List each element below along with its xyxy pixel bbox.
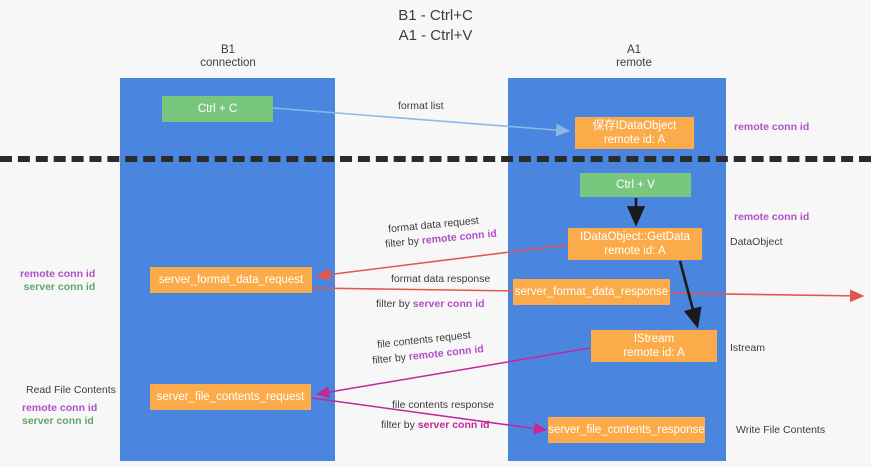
node-save-idataobject-sub: remote id: A [603,134,666,146]
right-label-dataobject: DataObject [730,236,783,248]
node-ctrl-v-label: Ctrl + V [616,179,655,191]
lane-header-a1: A1 remote [556,44,712,70]
node-server-format-data-request[interactable]: server_format_data_request [150,267,312,293]
title-line-1: B1 - Ctrl+C [398,7,473,24]
filter-by-text-4: filter by [381,419,418,431]
node-save-idataobject-label: 保存IDataObject [592,120,677,132]
left-label-conn-ids-bottom: remote conn id server conn id [22,402,97,428]
arrow-format-list [272,107,571,137]
node-server-format-data-request-label: server_format_data_request [158,274,304,286]
left-label-server-conn-id-bottom: server conn id [22,415,94,427]
node-idataobject-getdata-label: IDataObject::GetData [580,231,690,243]
right-label-write-file-contents: Write File Contents [736,424,826,436]
title-line-2: A1 - Ctrl+V [398,27,473,44]
arrow-file-contents-request [315,347,591,399]
lane-header-b1: B1 connection [150,44,306,70]
node-ctrl-c[interactable]: Ctrl + C [162,96,273,122]
lane-header-b1-role: connection [200,57,256,69]
node-ctrl-v[interactable]: Ctrl + V [580,173,691,197]
node-server-format-data-response[interactable]: server_format_data_response [513,279,670,305]
filter-by-text-3: filter by [371,351,410,367]
left-label-remote-conn-id-bottom: remote conn id [22,402,98,414]
arrow-getdata-to-istream [678,260,702,329]
annotation-file-contents-response-filter: filter by server conn id [381,419,490,432]
left-label-server-conn-id-mid: server conn id [23,281,96,293]
lane-header-a1-role: remote [616,57,652,69]
section-divider [0,156,871,162]
right-label-remote-conn-id-top: remote conn id [734,121,810,133]
annotation-file-contents-response: file contents response [392,399,495,411]
right-label-istream: Istream [730,342,766,354]
annotation-format-data-response-filter: filter by server conn id [376,298,485,311]
annotation-format-list: format list [398,100,444,112]
left-label-read-file-contents: Read File Contents [26,384,116,396]
left-label-remote-conn-id-mid: remote conn id [20,268,96,280]
node-server-file-contents-response-label: server_file_contents_response [548,424,705,436]
node-istream[interactable]: IStream remote id: A [591,330,717,362]
node-istream-sub: remote id: A [623,347,685,359]
server-conn-id-text: server conn id [412,298,485,310]
left-label-conn-ids-mid: remote conn id server conn id [20,268,95,294]
annotation-format-data-response: format data response [391,273,491,285]
node-istream-label: IStream [633,333,675,345]
node-server-file-contents-response[interactable]: server_file_contents_response [548,417,705,443]
node-ctrl-c-label: Ctrl + C [197,103,238,115]
right-label-remote-conn-id-mid: remote conn id [734,211,810,223]
server-conn-id-text-2: server conn id [417,419,490,431]
node-server-file-contents-request-label: server_file_contents_request [156,391,305,403]
filter-by-text-2: filter by [376,298,413,310]
node-server-format-data-response-label: server_format_data_response [514,286,669,298]
node-server-file-contents-request[interactable]: server_file_contents_request [150,384,311,410]
node-idataobject-getdata[interactable]: IDataObject::GetData remote id: A [568,228,702,260]
node-idataobject-getdata-sub: remote id: A [604,245,666,257]
page-title: B1 - Ctrl+C A1 - Ctrl+V [0,6,871,46]
node-save-idataobject[interactable]: 保存IDataObject remote id: A [575,117,694,149]
lane-header-a1-name: A1 [626,44,642,56]
lane-header-b1-name: B1 [220,44,236,56]
filter-by-text: filter by [384,234,423,251]
arrow-file-contents-response [311,397,548,435]
arrow-format-data-request [315,244,567,281]
